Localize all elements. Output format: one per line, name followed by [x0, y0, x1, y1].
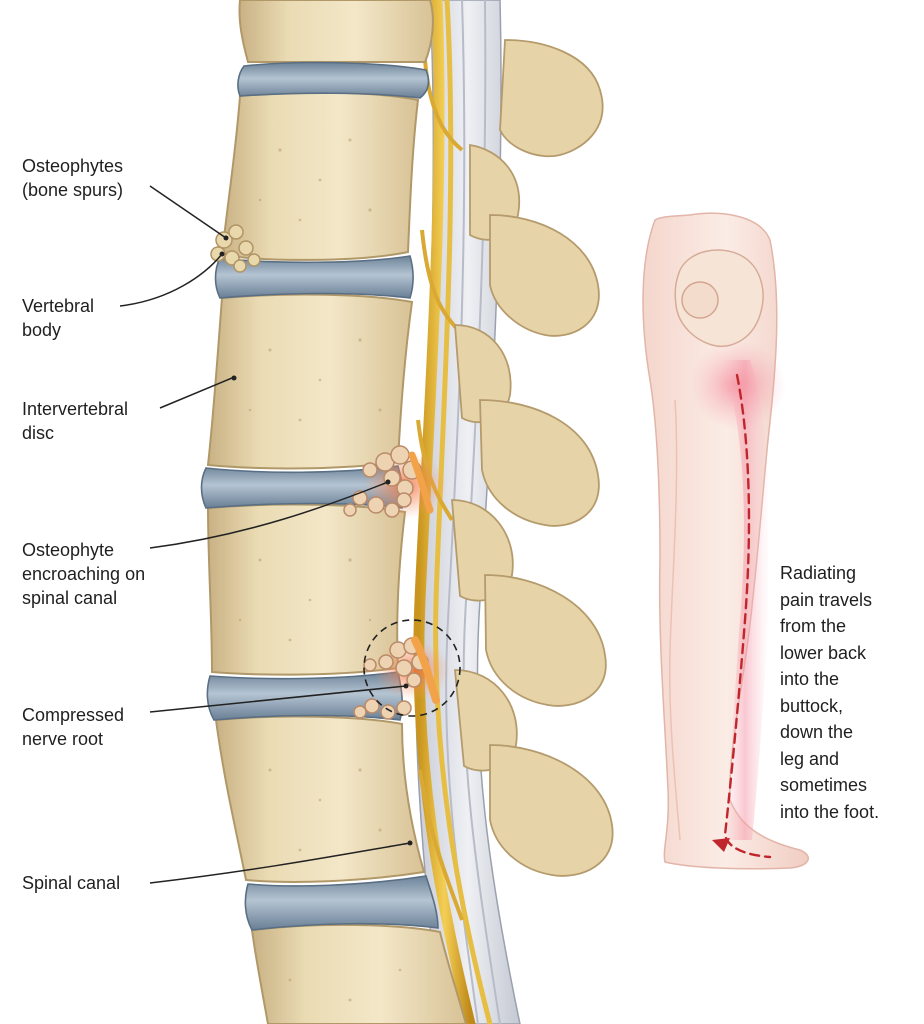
- vertebra-3: [208, 295, 412, 469]
- vertebra-1: [239, 0, 432, 62]
- pain-line: into the foot.: [780, 799, 879, 826]
- spinous-process: [485, 575, 606, 706]
- pain-line: pain travels: [780, 587, 879, 614]
- vertebra-2: [222, 93, 418, 260]
- disc-1: [238, 63, 429, 98]
- spinous-process: [490, 745, 613, 876]
- label-line: Compressed: [22, 703, 124, 727]
- label-encroaching: Osteophyte encroaching on spinal canal: [22, 538, 145, 610]
- label-vertebral-body: Vertebral body: [22, 294, 94, 342]
- label-line: (bone spurs): [22, 178, 123, 202]
- pain-line: leg and: [780, 746, 879, 773]
- disc-5: [245, 876, 438, 930]
- label-line: body: [22, 318, 94, 342]
- pain-line: lower back: [780, 640, 879, 667]
- pain-line: down the: [780, 719, 879, 746]
- label-intervertebral-disc: Intervertebral disc: [22, 397, 128, 445]
- label-line: Spinal canal: [22, 871, 120, 895]
- spinous-process: [480, 400, 599, 526]
- label-compressed-nerve: Compressed nerve root: [22, 703, 124, 751]
- pain-line: from the: [780, 613, 879, 640]
- label-osteophytes: Osteophytes (bone spurs): [22, 154, 123, 202]
- pain-line: buttock,: [780, 693, 879, 720]
- spinous-process: [500, 40, 603, 156]
- label-line: disc: [22, 421, 128, 445]
- spinous-process: [490, 215, 599, 336]
- hip-joint: [682, 282, 718, 318]
- pain-line: sometimes: [780, 772, 879, 799]
- label-line: Osteophytes: [22, 154, 123, 178]
- label-line: Intervertebral: [22, 397, 128, 421]
- label-line: Vertebral: [22, 294, 94, 318]
- label-line: Osteophyte: [22, 538, 145, 562]
- label-line: encroaching on: [22, 562, 145, 586]
- leader-vertebral-body: [120, 254, 222, 306]
- pain-line: into the: [780, 666, 879, 693]
- label-line: spinal canal: [22, 586, 145, 610]
- vertebra-6: [252, 925, 466, 1024]
- vertebra-4: [208, 505, 405, 675]
- label-spinal-canal: Spinal canal: [22, 871, 120, 895]
- label-line: nerve root: [22, 727, 124, 751]
- pain-line: Radiating: [780, 560, 879, 587]
- leader-osteophytes: [150, 186, 226, 238]
- pain-description: Radiating pain travels from the lower ba…: [780, 560, 879, 825]
